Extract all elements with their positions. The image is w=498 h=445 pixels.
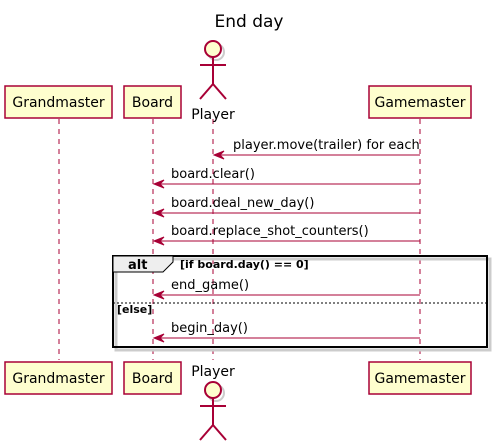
actor-label: Player <box>191 364 235 380</box>
diagram-title: End day <box>215 12 284 32</box>
participant-label: Board <box>132 371 173 387</box>
message-board-replace-shot-counters: board.replace_shot_counters() <box>152 224 420 246</box>
participant-grandmaster-bottom: Grandmaster <box>4 361 113 395</box>
actor-icon <box>199 40 227 100</box>
participant-label: Gamemaster <box>374 95 465 111</box>
participant-grandmaster-top: Grandmaster <box>4 85 113 119</box>
alt-fragment: alt [if board.day() == 0] [else] <box>112 255 492 352</box>
alt-if-guard: [if board.day() == 0] <box>180 258 309 271</box>
alt-else-guard: [else] <box>117 303 152 316</box>
participant-label: Grandmaster <box>12 371 105 387</box>
message-label: end_game() <box>171 278 249 293</box>
participant-gamemaster-top: Gamemaster <box>368 85 472 119</box>
participant-board-bottom: Board <box>123 361 182 395</box>
participant-board-top: Board <box>123 85 182 119</box>
message-label: player.move(trailer) for each <box>233 138 420 153</box>
message-label: board.replace_shot_counters() <box>171 224 369 239</box>
message-end-game: end_game() <box>152 278 420 300</box>
message-label: board.clear() <box>171 167 255 182</box>
message-label: board.deal_new_day() <box>171 196 314 211</box>
actor-player-bottom: Player <box>191 364 235 441</box>
message-board-deal-new-day: board.deal_new_day() <box>152 196 420 218</box>
actor-player-top: Player <box>191 40 235 123</box>
message-player-move: player.move(trailer) for each <box>212 138 420 160</box>
alt-keyword: alt <box>128 258 147 273</box>
participant-label: Grandmaster <box>12 95 105 111</box>
participant-label: Gamemaster <box>374 371 465 387</box>
participant-label: Board <box>132 95 173 111</box>
message-board-clear: board.clear() <box>152 167 420 189</box>
message-begin-day: begin_day() <box>152 321 420 343</box>
actor-icon <box>199 381 227 441</box>
participant-gamemaster-bottom: Gamemaster <box>368 361 472 395</box>
alt-tab <box>112 255 174 273</box>
message-label: begin_day() <box>171 321 248 336</box>
actor-label: Player <box>191 107 235 123</box>
